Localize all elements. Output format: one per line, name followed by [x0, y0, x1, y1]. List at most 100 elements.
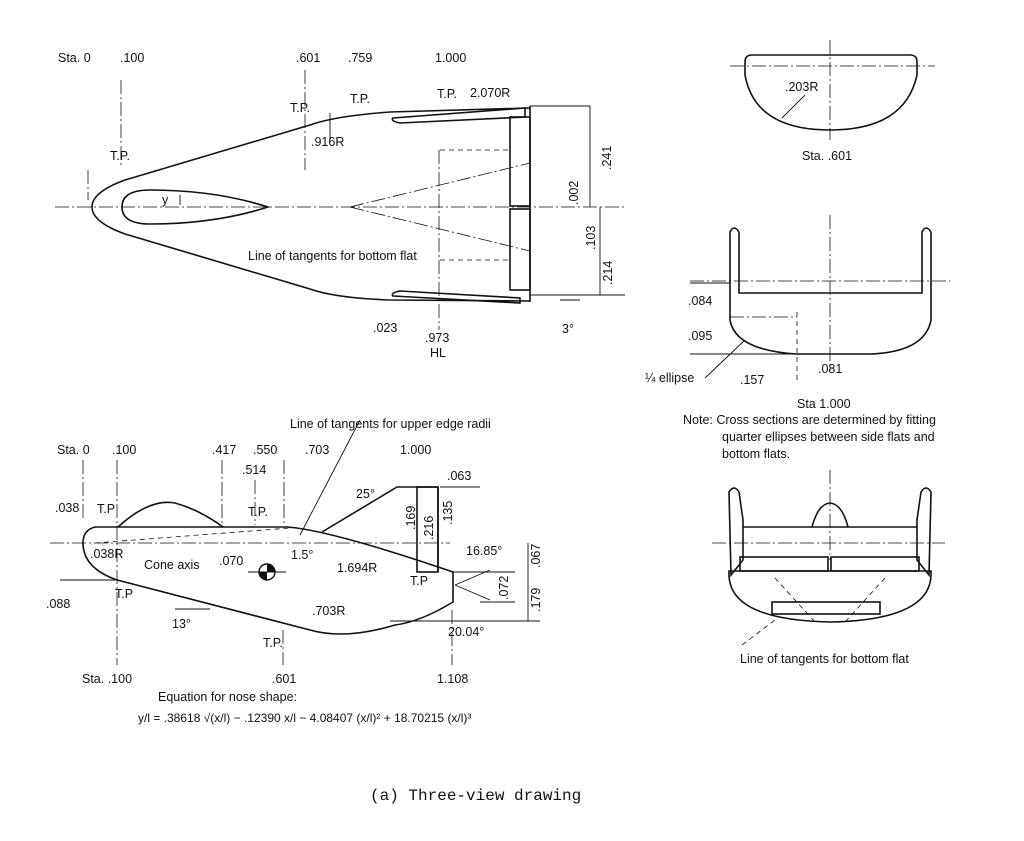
- section-1000-outline: [729, 227, 932, 355]
- section-1000-label: Sta 1.000: [797, 397, 851, 411]
- tangent-leader: [299, 419, 361, 536]
- section-sta-1000: .084 .095 ¼ ellipse .157 .081 Sta 1.000 …: [645, 215, 950, 461]
- side-station-703: .703: [305, 443, 329, 457]
- dim-023: .023: [373, 321, 397, 335]
- side-station-550: .550: [253, 443, 277, 457]
- bottom-flat: [771, 601, 881, 615]
- angle-1685: 16.85°: [466, 544, 502, 558]
- tp-label: T.P.: [350, 92, 370, 106]
- note-line: bottom flats.: [722, 447, 790, 461]
- radius-916-label: .916R: [311, 135, 344, 149]
- dim-135: .135: [441, 501, 455, 525]
- figure-caption: (a) Three-view drawing: [370, 787, 581, 805]
- dim-063: .063: [447, 469, 471, 483]
- side-view: Line of tangents for upper edge radii St…: [46, 417, 543, 725]
- base-lower-box: [509, 208, 531, 291]
- dim-179: .179: [529, 588, 543, 612]
- dim-002: .002: [567, 181, 581, 205]
- dim-216: .216: [422, 516, 436, 540]
- front-view: Line of tangents for bottom flat: [712, 470, 945, 666]
- side-station-417: .417: [212, 443, 236, 457]
- upper-fin-strip: [391, 107, 526, 124]
- side-view-outline: [82, 526, 454, 635]
- side-station-1000: 1.000: [400, 443, 431, 457]
- cone-axis-label: Cone axis: [144, 558, 200, 572]
- dim-067: .067: [529, 544, 543, 568]
- nose-shape-curve: [121, 189, 271, 225]
- leader-line: [781, 94, 806, 119]
- tp-label: T.P.: [263, 636, 283, 650]
- angle-1-5: 1.5°: [291, 548, 313, 562]
- tangent-line-lower: [349, 206, 531, 252]
- side-station-100-bottom: Sta. .100: [82, 672, 132, 686]
- section-601-label: Sta. .601: [802, 149, 852, 163]
- right-flat: [830, 556, 920, 572]
- equation-label: Equation for nose shape:: [158, 690, 297, 704]
- side-station-601-bottom: .601: [272, 672, 296, 686]
- tp-label: T.P.: [110, 149, 130, 163]
- y-label: y: [162, 193, 169, 207]
- angle-line: [454, 569, 491, 586]
- angle-13: 13°: [172, 617, 191, 631]
- upper-tangent-note: Line of tangents for upper edge radii: [290, 417, 491, 431]
- front-canopy: [811, 502, 849, 528]
- top-station-601: .601: [296, 51, 320, 65]
- left-fin: [728, 487, 744, 578]
- lower-fin-strip: [391, 290, 521, 304]
- top-view: Sta. 0 .100 .601 .759 1.000 T.P. T.P. T.…: [55, 51, 625, 360]
- dim-241: .241: [600, 146, 614, 170]
- hl-station: .973: [425, 331, 449, 345]
- left-flat: [739, 556, 829, 572]
- tangent-line: [844, 577, 886, 623]
- dim-038: .038: [55, 501, 79, 515]
- tangent-dash: [94, 527, 291, 544]
- tp-label: T.P.: [248, 505, 268, 519]
- front-tangent-note: Line of tangents for bottom flat: [740, 652, 909, 666]
- radius-2070-label: 2.070R: [470, 86, 510, 100]
- tangent-note-top: Line of tangents for bottom flat: [248, 249, 417, 263]
- dim-169: .169: [404, 506, 418, 530]
- right-fin: [916, 487, 932, 578]
- leader-line: [704, 339, 746, 379]
- radius-1694: 1.694R: [337, 561, 377, 575]
- center-of-gravity-icon: [248, 563, 286, 581]
- dim-088: .088: [46, 597, 70, 611]
- tp-label: T.P: [97, 502, 115, 516]
- fin-box: [416, 486, 439, 573]
- radius-203: .203R: [785, 80, 818, 94]
- side-station-514: .514: [242, 463, 266, 477]
- tangent-line-upper: [349, 162, 531, 208]
- dim-103: .103: [584, 226, 598, 250]
- canopy: [117, 501, 224, 528]
- side-station-0: Sta. 0: [57, 443, 90, 457]
- quarter-ellipse-note: ¼ ellipse: [645, 371, 694, 385]
- dim-214: .214: [601, 261, 615, 285]
- dim-084: .084: [688, 294, 712, 308]
- tp-label: T.P.: [437, 87, 457, 101]
- angle-3: 3°: [562, 322, 574, 336]
- tangent-line: [774, 577, 816, 623]
- dim-081: .081: [818, 362, 842, 376]
- top-station-759: .759: [348, 51, 372, 65]
- side-station-1108: 1.108: [437, 672, 468, 686]
- angle-line: [454, 584, 491, 601]
- top-station-0: Sta. 0: [58, 51, 91, 65]
- top-station-1000: 1.000: [435, 51, 466, 65]
- note-line: quarter ellipses between side flats and: [722, 430, 935, 444]
- tp-label: T.P.: [290, 101, 310, 115]
- vertical-fin: [321, 486, 439, 572]
- tp-label: T.P: [115, 587, 133, 601]
- side-station-100: .100: [112, 443, 136, 457]
- dim-157: .157: [740, 373, 764, 387]
- note-line: Note: Cross sections are determined by f…: [683, 413, 936, 427]
- dim-070: .070: [219, 554, 243, 568]
- dim-072: .072: [497, 576, 511, 600]
- nose-equation: y/l = .38618 √(x/l) − .12390 x/l − 4.084…: [138, 711, 471, 725]
- leader-line: [741, 619, 776, 646]
- top-station-100: .100: [120, 51, 144, 65]
- base-upper-box: [509, 116, 531, 207]
- section-601-outline: [744, 54, 918, 131]
- angle-2004: 20.04°: [448, 625, 484, 639]
